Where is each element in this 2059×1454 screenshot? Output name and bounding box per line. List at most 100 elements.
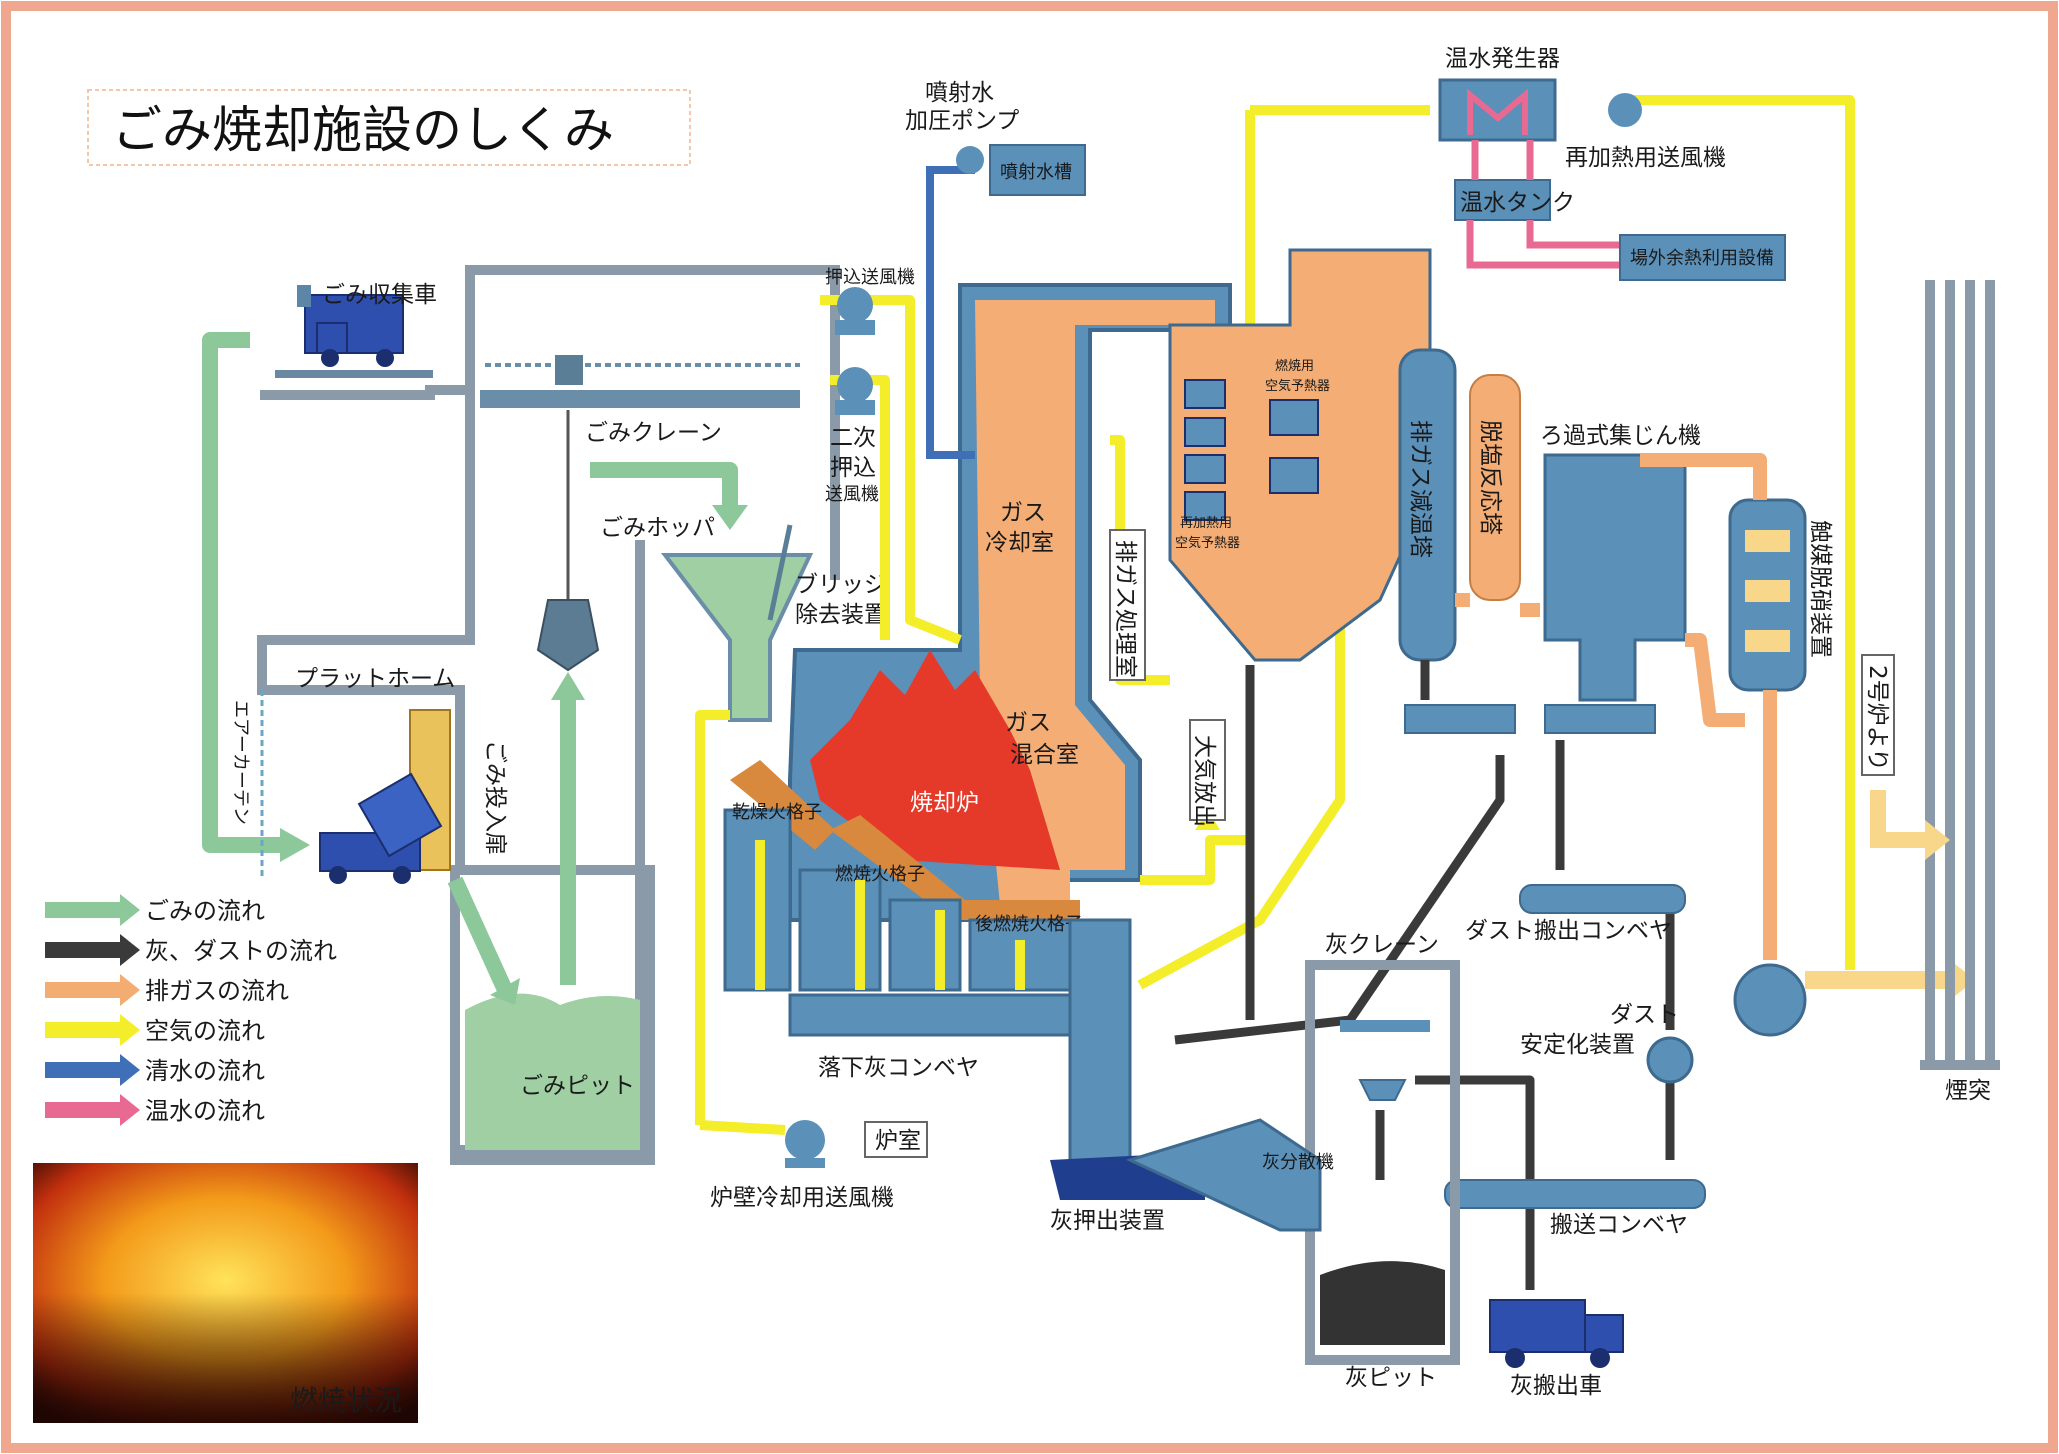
label-spray-tank: 噴射水槽 — [1000, 162, 1072, 183]
label-wall-fan: 炉壁冷却用送風機 — [710, 1185, 894, 1211]
legend-label: 灰、ダストの流れ — [145, 937, 337, 965]
induced-fan — [1733, 963, 1807, 1037]
label-bridge-remover-2: 除去装置 — [795, 602, 887, 628]
ash-crane-rail — [1340, 1020, 1430, 1032]
label-reheat-preheater-1: 再加熱用 — [1180, 516, 1232, 531]
label-spray-pump-2: 加圧ポンプ — [905, 108, 1019, 134]
garbage-flow — [202, 332, 738, 994]
label-transport-conveyor: 搬送コンベヤ — [1550, 1212, 1688, 1238]
label-input-door: ごみ投入扉 — [482, 740, 508, 855]
furnace-room-box — [864, 1121, 928, 1158]
label-reheat-fan: 再加熱用送風機 — [1565, 145, 1726, 171]
gas-cooling-chamber — [975, 300, 1215, 905]
label-secondary-fan-2: 押込 — [830, 455, 876, 481]
grate-hoppers — [723, 808, 1072, 992]
no2-flow — [1870, 790, 1925, 848]
atmosphere-box — [1189, 719, 1226, 821]
label-dust-stabilizer-2: 安定化装置 — [1520, 1032, 1635, 1058]
label-hot-water-gen: 温水発生器 — [1445, 46, 1560, 72]
legend-label: 空気の流れ — [145, 1017, 265, 1045]
label-dust-stabilizer-1: ダスト — [1610, 1002, 1679, 1028]
legend-item: ごみの流れ — [45, 894, 265, 926]
legend-swatch — [45, 982, 120, 998]
label-drying-grate: 乾燥火格子 — [732, 802, 822, 823]
label-bag-filter: ろ過式集じん機 — [1540, 423, 1701, 449]
legend-label: 排ガスの流れ — [145, 977, 289, 1005]
label-combustion-preheater-2: 空気予熱器 — [1265, 378, 1330, 394]
catalyst-blocks — [1745, 530, 1790, 652]
ash-truck — [1489, 1299, 1624, 1368]
legend-arrowhead — [120, 1014, 140, 1046]
label-push-fan: 押込送風機 — [825, 267, 915, 288]
label-platform: プラットホーム — [295, 666, 455, 692]
legend-arrowhead — [120, 974, 140, 1006]
label-ash-pit: 灰ピット — [1345, 1365, 1437, 1391]
ash-pit-pile — [1320, 1261, 1445, 1345]
screw-conveyor-2 — [1544, 704, 1656, 734]
label-outside-heat: 場外余熱利用設備 — [1630, 248, 1774, 269]
label-furnace-room: 炉室 — [875, 1128, 921, 1154]
label-crane: ごみクレーン — [585, 420, 722, 446]
secondary-fan — [835, 367, 875, 415]
exhaust-room-box — [1109, 529, 1146, 681]
label-spray-pump-1: 噴射水 — [925, 80, 994, 106]
label-chimney: 煙突 — [1945, 1078, 1991, 1104]
transport-conveyor — [1444, 1179, 1706, 1209]
label-incinerator: 焼却炉 — [910, 790, 979, 816]
bridge-rod — [767, 524, 793, 621]
label-catalyst: 触媒脱硝装置 — [1807, 520, 1833, 658]
label-secondary-fan-3: 送風機 — [825, 484, 879, 505]
push-fan — [835, 287, 875, 335]
legend-arrowhead — [120, 934, 140, 966]
label-gas-cooling-2: 冷却室 — [985, 530, 1054, 556]
legend-swatch — [45, 1062, 120, 1078]
legend-label: ごみの流れ — [145, 897, 265, 925]
label-combustion-grate: 燃焼火格子 — [835, 864, 925, 885]
legend-item: 灰、ダストの流れ — [45, 934, 337, 966]
label-dust-conveyor: ダスト搬出コンベヤ — [1465, 918, 1672, 944]
combustion-photo: 燃焼状況 — [33, 1163, 418, 1423]
flame — [810, 650, 1060, 870]
label-air-curtain: エアーカーテン — [230, 700, 251, 825]
outside-heat-box — [1619, 234, 1786, 281]
label-cooling-tower: 排ガス減温塔 — [1407, 420, 1433, 558]
legend-item: 空気の流れ — [45, 1014, 265, 1046]
legend-swatch — [45, 1022, 120, 1038]
legend-item: 排ガスの流れ — [45, 974, 289, 1006]
label-ash-truck: 灰搬出車 — [1510, 1373, 1602, 1399]
ash-spreader-chute — [1125, 1118, 1322, 1232]
dust-conveyor — [1519, 884, 1686, 914]
ash-flow — [1174, 660, 1675, 1290]
wall-cooling-fan — [785, 1120, 825, 1168]
ash-chute — [1068, 918, 1132, 1167]
label-atmosphere: 大気放出 — [1191, 735, 1217, 827]
label-ash-conveyor: 落下灰コンベヤ — [818, 1055, 979, 1081]
legend-swatch — [45, 1102, 120, 1118]
label-exhaust-room: 排ガス処理室 — [1112, 540, 1138, 678]
hot-water-flow — [1466, 140, 1625, 269]
photo-caption: 燃焼状況 — [290, 1384, 402, 1417]
legend-item: 温水の流れ — [45, 1094, 265, 1126]
hot-water-generator — [1438, 78, 1557, 142]
legend-item: 清水の流れ — [45, 1054, 265, 1086]
label-post-grate: 後燃焼火格子 — [975, 914, 1083, 935]
dust-stabilizer — [1646, 1036, 1694, 1084]
label-secondary-fan-1: 二次 — [830, 425, 876, 451]
dechlorination-tower — [1469, 374, 1521, 601]
crane — [480, 355, 800, 672]
legend-swatch — [45, 902, 120, 918]
wall-fan-line — [699, 1120, 786, 1135]
stack-flow-head — [1950, 960, 1975, 1000]
label-hopper: ごみホッパ — [600, 515, 715, 541]
spray-pump — [956, 146, 984, 174]
label-gas-cooling-1: ガス — [1000, 500, 1046, 526]
preheater-coils — [1184, 379, 1319, 521]
no2-flow-head — [1925, 820, 1950, 860]
garbage-pit-pile — [465, 993, 640, 1150]
label-from-no2: 2号炉より — [1864, 665, 1890, 771]
hot-water-tank — [1454, 179, 1551, 221]
label-gas-mixing-2: 混合室 — [1010, 742, 1079, 768]
dump-truck — [319, 772, 443, 884]
